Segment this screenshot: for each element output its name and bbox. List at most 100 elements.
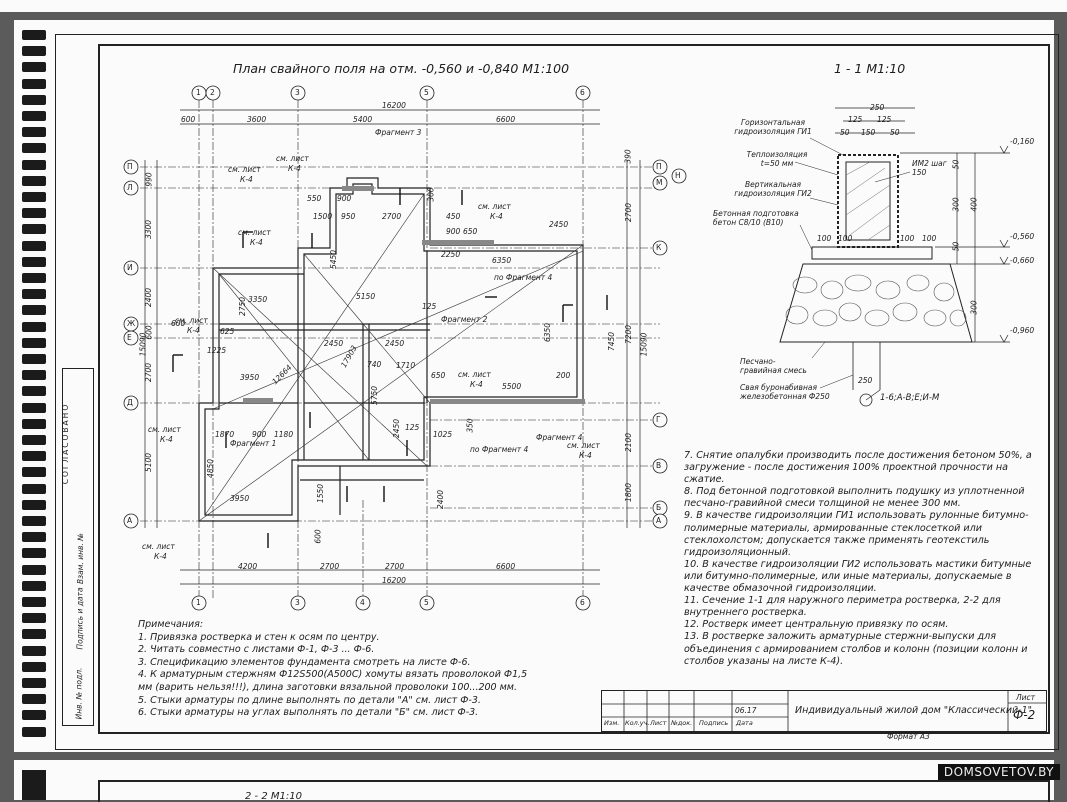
see-sheet-ref: см. лист (148, 425, 181, 434)
see-sheet-ref-k4: К-4 (579, 451, 592, 460)
axis-row-D: Д (127, 398, 133, 407)
inner-dimension: 740 (367, 360, 382, 369)
note-12: 12. Ростверк имеет центральную привязку … (684, 619, 949, 631)
tb-col-podpis: Подпись (699, 719, 729, 727)
inner-dimension: 900 (337, 194, 352, 203)
sec-dim-125a: 125 (848, 115, 863, 124)
see-sheet-ref-k4: К-4 (470, 380, 483, 389)
binder-hole (22, 94, 46, 105)
note-6: 6. Стыки арматуры на углах выполнять по … (138, 707, 479, 719)
binder-hole (22, 192, 46, 202)
inner-dimension: 950 (341, 212, 356, 221)
see-sheet-ref-k4: К-4 (187, 326, 200, 335)
dim-right-3: 7200 (624, 324, 634, 345)
dim-right-2: 2700 (624, 202, 634, 223)
binder-hole (22, 208, 46, 219)
axis-col-5-bottom: 5 (424, 598, 429, 607)
inner-dimension: 600 (171, 319, 186, 328)
sec-base-dim-4: 100 (922, 234, 937, 243)
inner-dimension: 2450 (385, 339, 405, 348)
see-sheet-ref: см. лист (142, 542, 175, 551)
sec-base-dim-2: 100 (838, 234, 853, 243)
axis-row-V-right: В (656, 461, 662, 470)
binder-hole (22, 321, 46, 332)
drawing-border (98, 44, 1050, 734)
po-fragment4-label-b: по Фрагмент 4 (470, 445, 529, 454)
axis-col-5: 5 (424, 88, 429, 97)
note-2: 2. Читать совместно с листами Ф-1, Ф-3 .… (138, 644, 375, 656)
dim-bottom-4: 6600 (496, 562, 516, 571)
binder-hole (22, 678, 46, 688)
inner-dimension: 6350 (492, 256, 512, 265)
inner-dimension: 900 (446, 227, 461, 236)
fragment1-label: Фрагмент 1 (230, 439, 277, 448)
see-sheet-ref: см. лист (175, 316, 208, 325)
notes-right: 7. Снятие опалубки производить после дос… (684, 450, 1036, 668)
note-8: 8. Под бетонной подготовкой выполнить по… (684, 486, 1025, 510)
inner-dimension: 650 (463, 227, 478, 236)
inner-dimension: 1225 (207, 346, 227, 355)
axis-row-E: Е (127, 333, 132, 342)
axis-row-A-right: А (656, 516, 662, 525)
see-sheet-ref-k4: К-4 (240, 175, 253, 184)
inner-dimension: 1500 (313, 212, 333, 221)
next-sheet-binder (22, 770, 46, 800)
inner-dimension: 2750 (238, 296, 248, 317)
dim-top-overall: 16200 (382, 101, 406, 110)
binder-hole (22, 175, 46, 186)
drawing-sheet (14, 20, 1054, 752)
inner-dimension: 5500 (502, 382, 522, 391)
axis-col-3: 3 (295, 88, 300, 97)
dim-bottom-2: 2700 (320, 562, 340, 571)
horiz-iso-label: Горизонтальная гидроизоляция ГИ1 (734, 118, 812, 136)
sec-dim-150: 150 (861, 128, 876, 137)
sec-base-dim-3: 100 (900, 234, 915, 243)
dim-left-2: 3300 (144, 219, 154, 240)
section-title: 1 - 1 М1:10 (834, 61, 906, 76)
see-sheet-ref-k4: К-4 (490, 212, 503, 221)
inner-dimension: 3950 (230, 494, 250, 503)
vert-iso-label: Вертикальная гидроизоляция ГИ2 (734, 180, 812, 198)
axis-row-M-right: М (656, 178, 663, 187)
binder-hole (22, 127, 46, 138)
inner-dimension: 650 (431, 371, 446, 380)
mesh-label: ИМ2 шаг 150 (912, 159, 947, 177)
binder-hole (22, 46, 46, 57)
level-1: -0,160 (1010, 137, 1035, 146)
tb-project-name: Индивидуальный жилой дом "Классический-1… (795, 705, 1033, 716)
binder-hole (22, 532, 46, 543)
dim-left-6: 5100 (144, 452, 154, 473)
binder-hole (22, 273, 46, 283)
fragment4-label: Фрагмент 4 (536, 433, 583, 442)
sec-dim-50a: 50 (840, 128, 850, 137)
binder-hole (22, 629, 46, 640)
dim-bottom-overall: 16200 (382, 576, 406, 585)
binder-hole (22, 726, 46, 737)
title-block: 06.17 Изм. Кол.уч. Лист №док. Подпись Да… (601, 690, 1047, 732)
axis-row-A: А (127, 516, 133, 525)
axis-col-6-bottom: 6 (580, 598, 585, 607)
inner-dimension: 6350 (543, 322, 553, 343)
dim-bottom-3: 2700 (385, 562, 405, 571)
axes-ref-label: 1-6;А-В;Е;И-М (880, 393, 940, 403)
inner-dimension: 1025 (433, 430, 453, 439)
inner-dimension: 2450 (324, 339, 344, 348)
inner-dimension: 5450 (329, 249, 339, 270)
binder-hole (22, 613, 46, 624)
axis-row-N-right: Н (675, 171, 681, 180)
format-label: Формат А3 (887, 732, 930, 741)
note-11: 11. Сечение 1-1 для наружного периметра … (684, 595, 1001, 619)
sand-gravel-label: Песчано-гравийная смесь (740, 357, 807, 375)
note-5: 5. Стыки арматуры по длине выполнять по … (138, 694, 481, 706)
binder-hole (22, 256, 46, 267)
dim-left-5: 2700 (144, 362, 154, 383)
axis-col-3-bottom: 3 (295, 598, 300, 607)
sec-side-dim-1: 50 (951, 159, 961, 170)
tb-col-kolych: Кол.уч. (625, 719, 650, 727)
binder-hole (22, 78, 46, 89)
axis-col-1-bottom: 1 (196, 598, 201, 607)
axis-col-6: 6 (580, 88, 585, 97)
inner-dimension: 200 (556, 371, 571, 380)
inner-dimension: 125 (405, 423, 420, 432)
binder-hole (22, 661, 46, 672)
